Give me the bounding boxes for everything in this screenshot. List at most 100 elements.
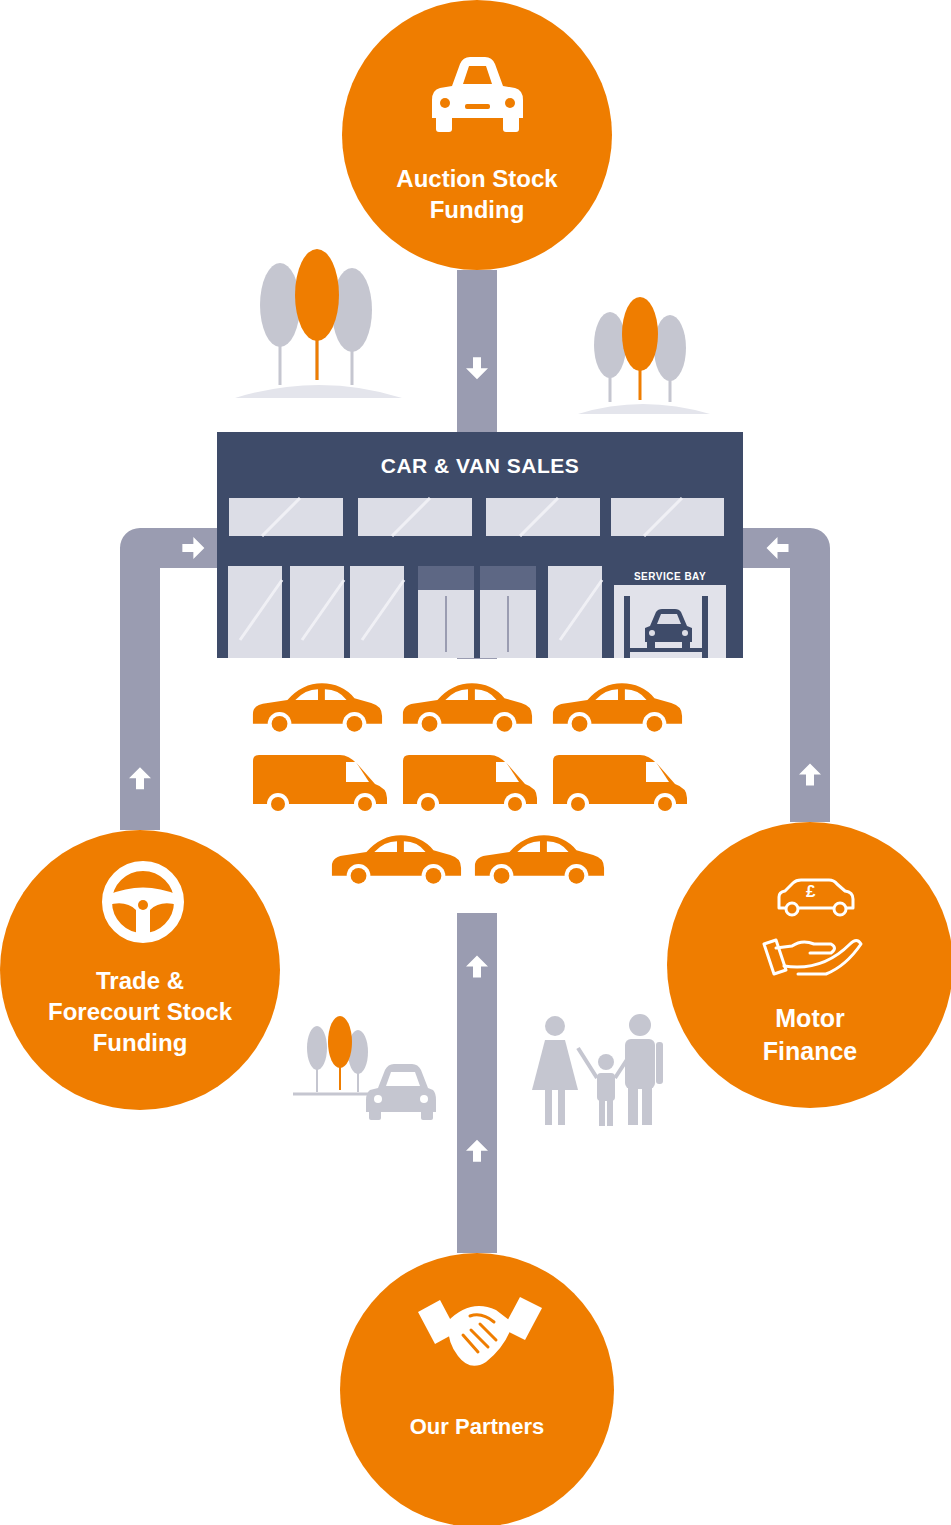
text-block: SERVICE BAY (614, 570, 726, 583)
drawing-part (475, 835, 604, 887)
drawing-part (548, 566, 602, 658)
drawing-part (366, 1064, 436, 1112)
text-block: CAR & VAN SALES (217, 452, 743, 479)
family-figures (532, 1014, 663, 1126)
text-block: Trade & Forecourt Stock Funding (40, 965, 240, 1059)
connector-bar (466, 270, 488, 432)
trees-small-and-car (293, 1016, 436, 1120)
connector-path (743, 548, 810, 822)
drawing-part (432, 57, 523, 118)
drawing-part (784, 941, 861, 975)
drawing-part (229, 498, 343, 536)
lot-ground (238, 659, 708, 913)
circle-fill (342, 0, 612, 270)
drawing-part (350, 566, 404, 658)
drawing-part (480, 590, 536, 658)
drawing-part (624, 596, 630, 658)
vehicle-lift (624, 596, 708, 658)
drawing-part (532, 1040, 578, 1090)
drawing-part (332, 835, 461, 887)
drawing-part (558, 1090, 565, 1125)
drawing-part (657, 614, 681, 624)
text-block: Our Partners (357, 1413, 597, 1442)
drawing-part (240, 498, 682, 640)
arrow-head (767, 537, 789, 559)
drawing-part (253, 683, 382, 735)
connector-path (140, 548, 217, 830)
arrow-head (466, 357, 488, 379)
drawing-part (418, 566, 474, 590)
drawing-part (642, 1088, 652, 1125)
drawing-part (654, 315, 686, 381)
box-title: CAR & VAN SALES (217, 452, 743, 479)
circle-fill (0, 830, 280, 1110)
circle-label: Motor Finance (745, 1002, 875, 1067)
drawing-part (486, 498, 600, 536)
drawing-part (597, 1073, 615, 1101)
drawing-part (622, 297, 658, 371)
drawing-part (776, 942, 835, 953)
building-windows (228, 498, 724, 658)
drawing-part (358, 498, 472, 536)
drawing-part (629, 1014, 651, 1036)
currency-symbol: £ (806, 882, 815, 902)
handshake-icon (418, 1297, 542, 1366)
funding-circle: Auction Stock Funding (342, 0, 612, 270)
drawing-part (138, 900, 148, 910)
finance-hand-icon (764, 880, 861, 974)
drawing-part (465, 104, 490, 109)
service-bay: SERVICE BAY (614, 566, 726, 658)
connector-path (457, 270, 497, 432)
circle-outline (342, 0, 612, 270)
drawing-part (702, 596, 708, 658)
drawing-part (328, 1016, 352, 1068)
connector-bar (129, 537, 217, 830)
drawing-part (628, 1088, 638, 1125)
circle-label: Our Partners (357, 1413, 597, 1442)
drawing-part (418, 590, 474, 658)
drawing-part (545, 1016, 565, 1036)
drawing-part (436, 114, 452, 132)
drawing-part (107, 866, 179, 938)
drawing-part (578, 1048, 628, 1078)
drawing-part (645, 609, 692, 642)
drawing-part (369, 1110, 381, 1120)
drawing-part (656, 1042, 663, 1084)
car-front-icon (432, 57, 523, 132)
circle-label: Trade & Forecourt Stock Funding (40, 965, 240, 1059)
drawing-part (480, 566, 536, 590)
drawing-part (764, 940, 786, 974)
drawing-part (228, 498, 724, 658)
drawing-part (503, 114, 519, 132)
drawing-part (447, 1306, 513, 1366)
drawing-part (630, 648, 702, 652)
drawing-part (440, 98, 450, 108)
arrow-head (466, 1140, 488, 1162)
drawing-part (598, 1054, 614, 1070)
circle-fill (340, 1253, 614, 1525)
circle-outline (340, 1253, 614, 1525)
drawing-part (779, 880, 853, 908)
drawing-part (834, 903, 846, 915)
drawing-part (607, 1100, 613, 1126)
arrow-head (182, 537, 204, 559)
drawing-part (545, 1090, 552, 1125)
drawing-part (594, 312, 626, 378)
drawing-part (386, 1072, 420, 1086)
drawing-part (420, 1095, 428, 1103)
drawing-part (290, 566, 344, 658)
drawing-part (235, 385, 402, 398)
drawing-part (625, 1039, 655, 1089)
drawing-part (374, 1095, 382, 1103)
drawing-part (682, 630, 688, 636)
drawing-part (418, 1300, 457, 1344)
circle-outline (667, 822, 951, 1108)
drawing-part (463, 66, 492, 84)
drawing-part (649, 630, 655, 636)
text-block: Auction Stock Funding (382, 163, 572, 225)
drawing-part (307, 1026, 327, 1070)
text-block: Motor Finance (745, 1002, 875, 1067)
drawing-part (578, 404, 710, 414)
steering-wheel-icon (107, 866, 179, 938)
drawing-part (253, 755, 387, 815)
